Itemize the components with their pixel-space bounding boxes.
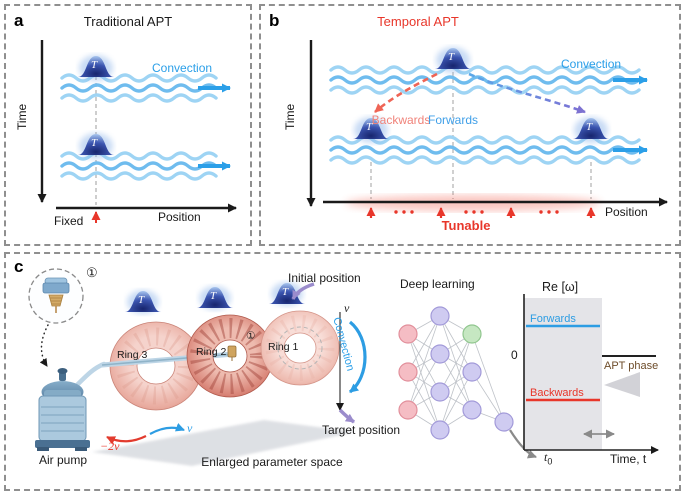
temperature-peak [435,47,471,73]
minus-two-v-label: −2v [100,439,120,453]
target-position-label: Target position [322,423,401,437]
convection-label: Convection [152,61,213,75]
forwards-label: Forwards [427,113,478,127]
forwards-branch-label: Forwards [530,313,576,325]
neural-network-nodes [398,306,514,440]
panel-a-graphic [37,40,237,223]
zero-tick-label: 0 [511,348,518,362]
v-arrow [149,422,185,435]
temperature-symbol: T [282,286,289,298]
position-axis-label: Position [158,210,201,224]
convection-arc-arrow [348,320,367,394]
parameter-space-plane [92,420,356,466]
temperature-peak [353,117,389,143]
ring-1 [260,310,340,386]
inset-circled-one: ① [86,265,98,280]
water-waves-bottom [60,151,218,181]
panel-b-graphic [306,40,668,218]
panel-c-experiment: c ① Air pump Ring 3 Ring 2 Ring 1 ① −2v … [4,252,681,491]
enlarged-parameter-space-label: Enlarged parameter space [201,455,343,469]
temperature-peak [573,117,609,143]
position-axis-label: Position [605,205,648,219]
apt-phase-label: APT phase [604,360,659,372]
tunable-arrows [366,207,596,218]
water-waves-top [329,65,641,95]
ring-2-circled-one: ① [246,330,256,342]
fixed-label: Fixed [54,214,84,228]
minus-two-v-arrow [106,435,147,445]
probe-inset [28,268,84,324]
temperature-peak [125,290,161,314]
re-omega-plot [523,294,659,454]
ring-1-label: Ring 1 [268,341,299,353]
initial-position-arrow [291,282,315,300]
temperature-peak [197,286,233,310]
deep-learning-label: Deep learning [400,277,475,291]
speaker-device-icon [227,345,237,361]
panel-b-title: Temporal APT [377,14,459,29]
panel-a-traditional-apt: a Traditional APT Time Position Convecti… [4,4,252,246]
panel-c-tag: c [14,257,24,276]
air-pump-label: Air pump [38,453,88,467]
v-blue-label: v [187,421,193,435]
target-position-arrow [338,408,355,424]
temperature-symbol: T [586,121,593,133]
time-axis-label: Time, t [610,452,647,466]
temperature-peak [78,133,114,159]
re-omega-title: Re [ω] [542,280,579,294]
air-pump-icon [35,361,107,451]
temperature-symbol: T [138,294,145,306]
inset-pointer-arrow [39,324,49,367]
t0-subscript: 0 [547,456,553,467]
panel-c-graphic [28,268,659,466]
temperature-peak [78,55,114,81]
forwards-arrow [468,72,586,114]
ring-3-label: Ring 3 [117,349,148,361]
panel-a-title: Traditional APT [83,14,173,29]
temperature-symbol: T [91,59,98,71]
backwards-label: Backwards [371,113,431,127]
water-waves-top [60,73,218,103]
temperature-symbol: T [448,51,455,63]
initial-position-label: Initial position [288,271,361,285]
temperature-symbol: T [210,290,217,302]
apt-phase-wedge [604,372,640,397]
v-black-label: v [344,301,350,315]
ring-2-label: Ring 2 [196,346,227,358]
position-guides [370,72,592,199]
tunable-label: Tunable [441,218,491,233]
time-axis-label: Time [283,103,298,131]
t0-variable: t [544,450,548,464]
temperature-symbol: T [91,137,98,149]
time-axis-label: Time [15,103,30,131]
t0-label: t0 [544,450,553,467]
backwards-branch-label: Backwards [530,387,584,399]
panel-a-tag: a [14,11,24,30]
neural-network-edges [407,315,505,431]
panel-b-tag: b [269,11,280,30]
temperature-symbol: T [366,121,373,133]
panel-b-temporal-apt: b Temporal APT Time Position Convection … [259,4,681,246]
convection-label: Convection [561,57,622,71]
